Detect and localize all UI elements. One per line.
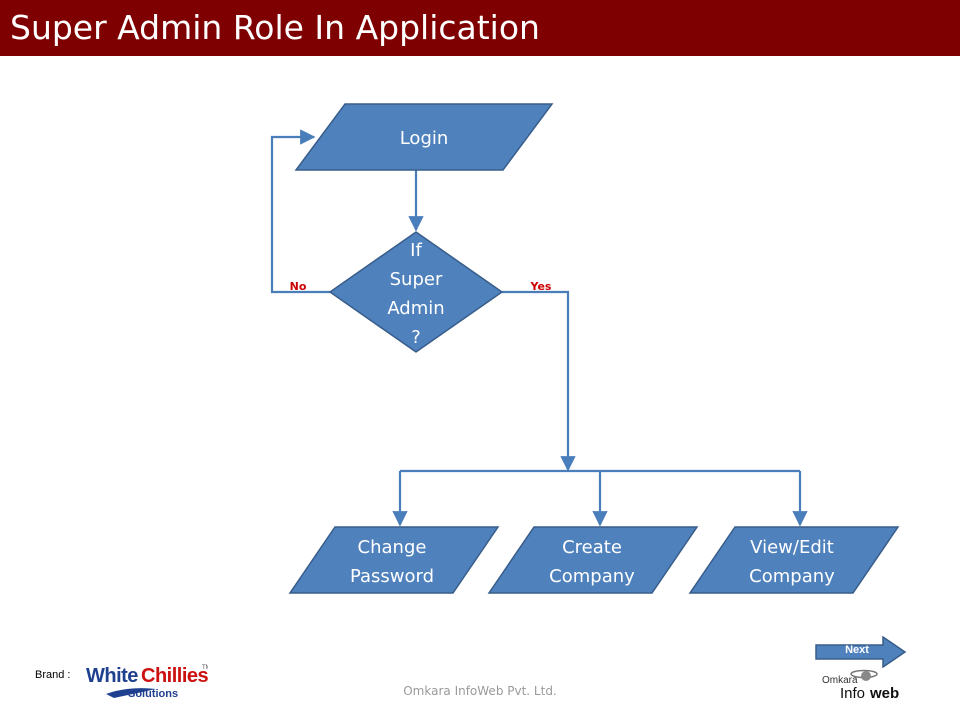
footer-company-name: Omkara InfoWeb Pvt. Ltd. bbox=[403, 684, 557, 698]
next-button[interactable]: Next bbox=[813, 636, 909, 668]
whitechillies-logo: White Chillies TM Solutions bbox=[86, 665, 208, 700]
change-password-shape: Change Password bbox=[288, 526, 500, 594]
svg-text:Solutions: Solutions bbox=[128, 688, 178, 700]
decision-line-2: Super bbox=[390, 269, 443, 290]
omkara-infoweb-logo: Omkara Info web bbox=[822, 669, 899, 700]
decision-line-4: ? bbox=[411, 327, 421, 348]
decision-line-1: If bbox=[410, 240, 422, 261]
create-company-shape: Create Company bbox=[487, 526, 699, 594]
svg-text:Omkara: Omkara bbox=[822, 675, 858, 686]
change-password-line-2: Password bbox=[350, 566, 434, 587]
next-button-label: Next bbox=[845, 644, 869, 656]
title-bar: Super Admin Role In Application bbox=[0, 0, 960, 56]
no-branch-label: No bbox=[290, 280, 307, 293]
login-shape: Login bbox=[294, 103, 554, 171]
decision-shape: If Super Admin ? bbox=[328, 231, 504, 353]
svg-text:White: White bbox=[86, 665, 138, 687]
connector-yes-path bbox=[502, 290, 576, 472]
svg-text:Info: Info bbox=[840, 685, 865, 700]
create-company-line-1: Create bbox=[562, 537, 622, 558]
connector-no-loop bbox=[270, 129, 330, 294]
login-label: Login bbox=[400, 128, 449, 149]
svg-text:TM: TM bbox=[202, 665, 208, 671]
yes-branch-label: Yes bbox=[530, 280, 552, 293]
create-company-line-2: Company bbox=[549, 566, 635, 587]
svg-text:Chillies: Chillies bbox=[141, 665, 208, 687]
brand-label: Brand : bbox=[35, 669, 71, 681]
view-edit-company-line-1: View/Edit bbox=[750, 537, 834, 558]
view-edit-company-line-2: Company bbox=[749, 566, 835, 587]
next-arrow-icon bbox=[815, 636, 907, 668]
page-title: Super Admin Role In Application bbox=[10, 8, 540, 47]
change-password-line-1: Change bbox=[358, 537, 427, 558]
view-edit-company-shape: View/Edit Company bbox=[688, 526, 900, 594]
decision-line-3: Admin bbox=[387, 298, 444, 319]
svg-text:web: web bbox=[869, 685, 899, 700]
